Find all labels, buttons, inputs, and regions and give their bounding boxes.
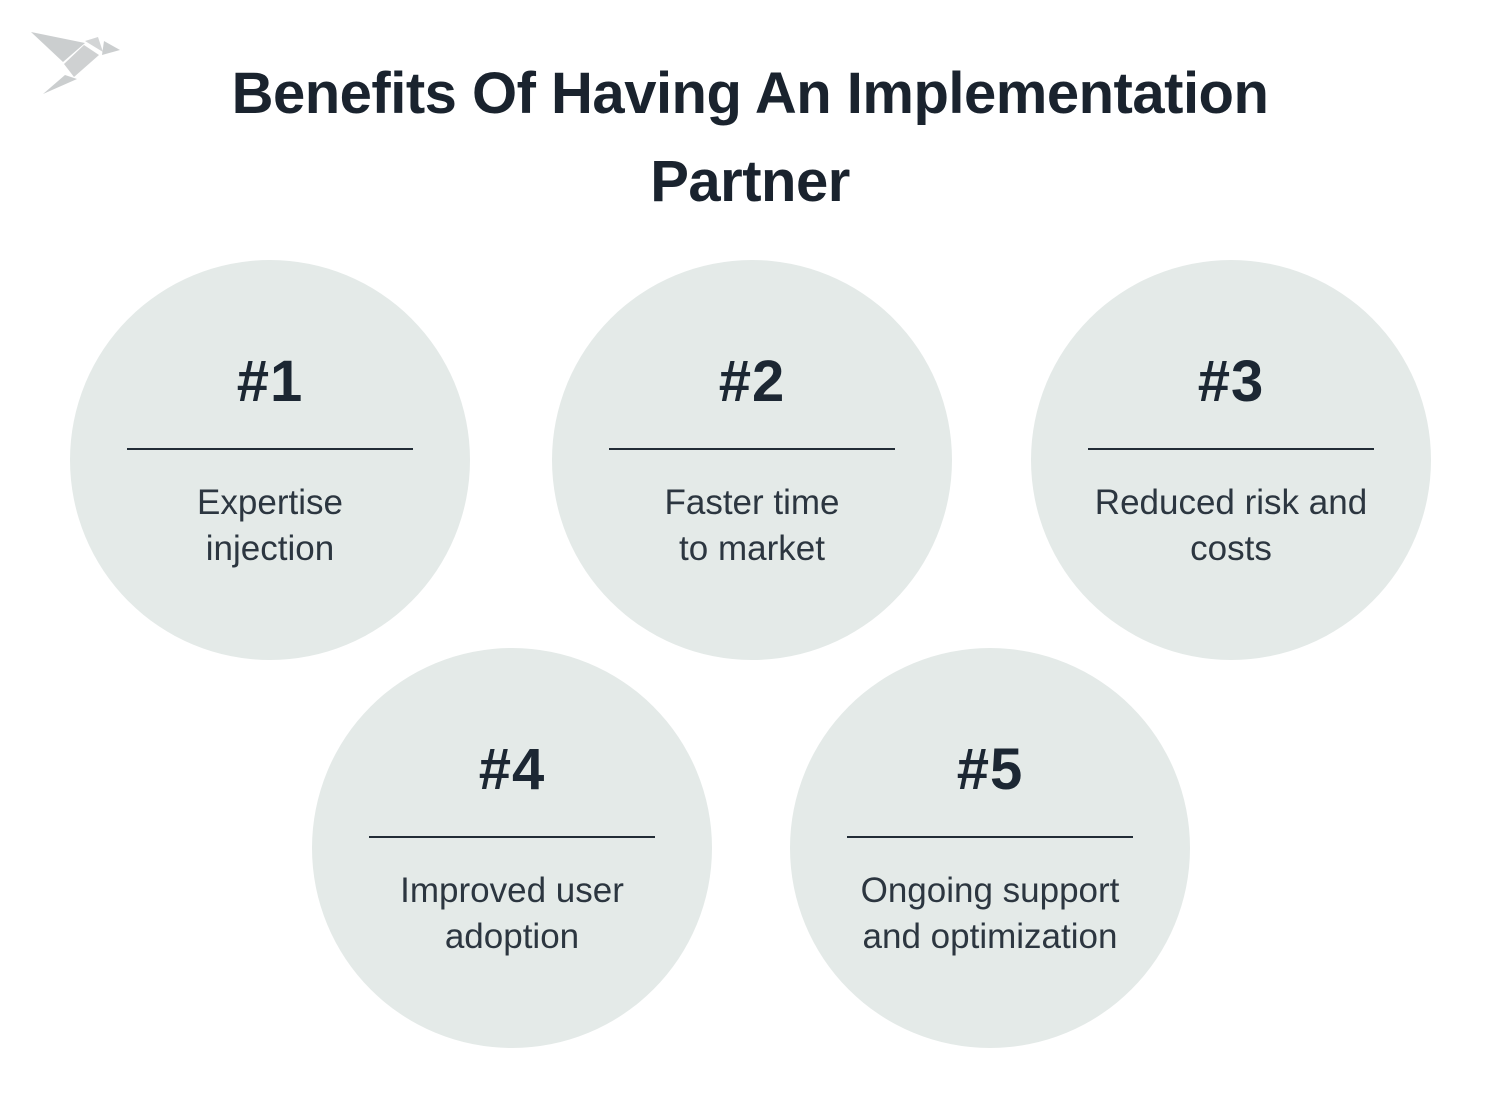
benefit-label-line: adoption xyxy=(444,917,580,956)
benefit-circle-4: #4 Improved user adoption xyxy=(312,648,712,1048)
benefit-label-line: Faster time xyxy=(664,483,840,522)
divider-line xyxy=(127,448,413,450)
benefit-circle-3: #3 Reduced risk and costs xyxy=(1031,260,1431,660)
benefit-label-5: Ongoing support and optimization xyxy=(790,868,1190,960)
divider-line xyxy=(1088,448,1374,450)
benefit-label-line: Reduced risk and xyxy=(1094,483,1368,522)
benefit-label-line: and optimization xyxy=(862,917,1118,956)
page-title-line-2: Partner xyxy=(650,149,850,214)
page-title-line-1: Benefits Of Having An Implementation xyxy=(231,61,1269,126)
divider-line xyxy=(369,836,655,838)
benefit-circle-2: #2 Faster time to market xyxy=(552,260,952,660)
benefit-label-line: Improved user xyxy=(400,871,624,910)
benefit-label-4: Improved user adoption xyxy=(312,868,712,960)
page-title: Benefits Of Having An Implementation Par… xyxy=(0,50,1500,226)
benefit-number-1: #1 xyxy=(236,349,304,414)
benefit-label-2: Faster time to market xyxy=(552,480,952,572)
benefit-circle-5: #5 Ongoing support and optimization xyxy=(790,648,1190,1048)
benefit-label-1: Expertise injection xyxy=(70,480,470,572)
divider-line xyxy=(609,448,895,450)
benefit-number-3: #3 xyxy=(1197,349,1265,414)
benefit-label-line: costs xyxy=(1190,529,1272,568)
divider-line xyxy=(847,836,1133,838)
benefit-number-4: #4 xyxy=(478,737,546,802)
benefit-label-line: to market xyxy=(679,529,825,568)
benefit-number-2: #2 xyxy=(718,349,786,414)
benefit-number-5: #5 xyxy=(956,737,1024,802)
benefit-label-line: Ongoing support xyxy=(860,871,1120,910)
benefit-circle-1: #1 Expertise injection xyxy=(70,260,470,660)
benefit-label-line: injection xyxy=(205,529,335,568)
benefit-label-line: Expertise xyxy=(197,483,343,522)
origami-bird-logo xyxy=(31,32,120,94)
benefit-label-3: Reduced risk and costs xyxy=(1031,480,1431,572)
